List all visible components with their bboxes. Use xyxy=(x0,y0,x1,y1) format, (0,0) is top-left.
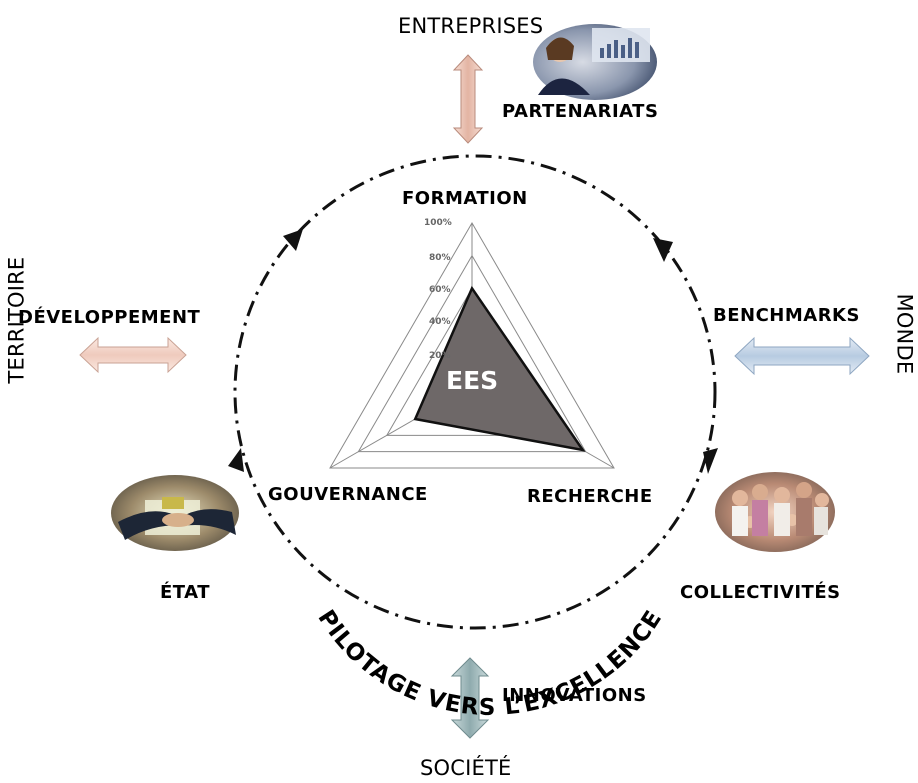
radar-tick-80: 80% xyxy=(429,253,451,263)
cycle-arrowhead-nw xyxy=(283,229,303,251)
handshake-money-photo xyxy=(111,475,239,551)
link-label-left: DÉVELOPPEMENT xyxy=(18,307,201,328)
radar-center-label: EES xyxy=(446,366,499,395)
radar-axis-formation: FORMATION xyxy=(402,188,528,209)
double-arrow-bottom xyxy=(450,657,490,739)
radar-tick-40: 40% xyxy=(429,317,451,327)
businesswoman-chart-photo xyxy=(533,24,657,100)
radar-tick-60: 60% xyxy=(429,285,451,295)
double-arrow-left xyxy=(79,336,187,374)
family-group-photo xyxy=(715,472,835,552)
outer-label-right: MONDE xyxy=(892,293,917,375)
radar-tick-20: 20% xyxy=(429,351,451,361)
link-label-right: BENCHMARKS xyxy=(713,305,860,326)
double-arrow-top xyxy=(452,54,484,144)
radar-grid-ring-4 xyxy=(357,254,587,453)
cycle-arrowhead-sw xyxy=(228,448,244,472)
radar-axis-gouvernance: GOUVERNANCE xyxy=(268,484,428,505)
cycle-arrowhead-se xyxy=(703,448,718,474)
outer-label-top: ENTREPRISES xyxy=(398,14,544,38)
cycle-arrowhead-ne xyxy=(653,238,673,262)
outer-label-bottom: SOCIÉTÉ xyxy=(420,756,512,780)
radar-value-shape xyxy=(413,285,586,452)
radar-grid-ring-5 xyxy=(329,222,615,469)
double-arrow-right xyxy=(734,336,870,376)
link-label-top: PARTENARIATS xyxy=(502,101,659,122)
cycle-circle xyxy=(233,154,717,630)
radar-axis-recherche: RECHERCHE xyxy=(527,486,653,507)
link-label-bottom: INNOVATIONS xyxy=(502,685,647,706)
corner-label-etat: ÉTAT xyxy=(160,582,210,603)
radar-tick-100: 100% xyxy=(424,218,452,228)
outer-label-left: TERRITOIRE xyxy=(4,256,29,384)
corner-label-collectivites: COLLECTIVITÉS xyxy=(680,582,841,603)
